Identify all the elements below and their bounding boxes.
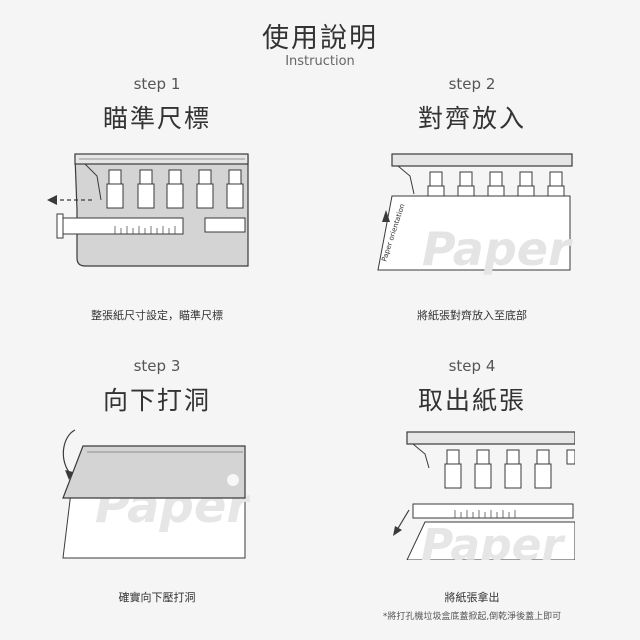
step-2-paper-label: Paper <box>422 222 574 275</box>
step-4-title: 取出紙張 <box>417 386 526 415</box>
step-1-figure <box>47 153 249 267</box>
step-1-title: 瞄準尺標 <box>102 104 211 133</box>
page-title: 使用說明 <box>262 23 378 54</box>
step-1-label: step 1 <box>133 75 181 93</box>
step-4-note: *將打孔機垃圾盒底蓋掀起,倒乾淨後蓋上即可 <box>382 612 562 622</box>
step-3-figure: Paper <box>62 429 250 559</box>
step-2-caption: 將紙張對齊放入至底部 <box>417 309 527 322</box>
step-3-title: 向下打洞 <box>102 386 211 415</box>
step-3-label: step 3 <box>133 357 181 375</box>
step-2-figure: Paper Paper orientation <box>377 153 574 275</box>
step-2-label: step 2 <box>448 75 496 93</box>
step-3-caption: 確實向下壓打洞 <box>118 591 196 604</box>
step-4-caption: 將紙張拿出 <box>444 591 500 604</box>
step-4-figure: Paper <box>393 431 575 560</box>
step-2-title: 對齊放入 <box>417 104 526 133</box>
page-subtitle: Instruction <box>285 54 355 69</box>
step-1-caption: 整張紙尺寸設定，瞄準尺標 <box>91 309 223 322</box>
step-4-label: step 4 <box>448 357 496 375</box>
step-4-paper-label: Paper <box>421 520 565 560</box>
